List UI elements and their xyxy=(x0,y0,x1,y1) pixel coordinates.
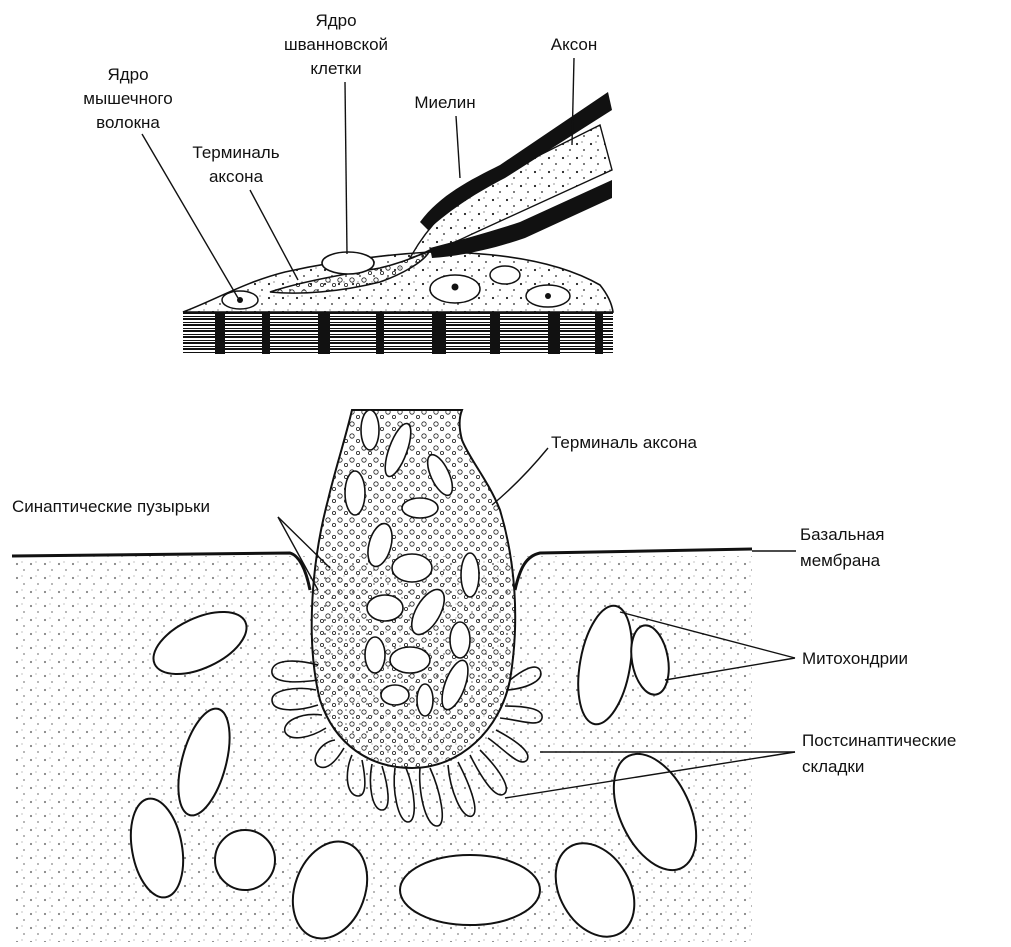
label-muscle-nucleus-line3: волокна xyxy=(96,113,160,132)
top-diagram: Ядро мышечного волокна Ядро шванновской … xyxy=(83,11,613,354)
label-muscle-nucleus-line2: мышечного xyxy=(83,89,172,108)
label-vesicles-text: Синаптические пузырьки xyxy=(12,497,210,516)
label-axon-text: Аксон xyxy=(551,35,598,54)
label-terminal-bottom-text: Терминаль аксона xyxy=(551,433,697,452)
axon-terminal-bottom xyxy=(312,410,515,768)
label-schwann-line1: Ядро xyxy=(315,11,356,30)
label-basal-line2: мембрана xyxy=(800,551,881,570)
label-terminal-top: Терминаль аксона xyxy=(192,143,298,280)
label-mitochondria-text: Митохондрии xyxy=(802,649,908,668)
label-basal-line1: Базальная xyxy=(800,525,885,544)
label-schwann-nucleus: Ядро шванновской клетки xyxy=(284,11,388,254)
label-terminal-bottom: Терминаль аксона xyxy=(492,433,697,505)
label-terminal-top-line1: Терминаль xyxy=(192,143,279,162)
label-folds-line2: складки xyxy=(802,757,864,776)
label-schwann-line2: шванновской xyxy=(284,35,388,54)
label-basal-membrane: Базальная мембрана xyxy=(752,525,885,570)
label-myelin-text: Миелин xyxy=(414,93,475,112)
label-muscle-nucleus-line1: Ядро xyxy=(107,65,148,84)
label-schwann-line3: клетки xyxy=(310,59,361,78)
bottom-diagram: Терминаль аксона Синаптические пузырьки … xyxy=(12,410,956,942)
label-myelin: Миелин xyxy=(414,93,475,178)
schwann-nucleus xyxy=(322,252,374,274)
label-folds-line1: Постсинаптические xyxy=(802,731,956,750)
label-terminal-top-line2: аксона xyxy=(209,167,264,186)
